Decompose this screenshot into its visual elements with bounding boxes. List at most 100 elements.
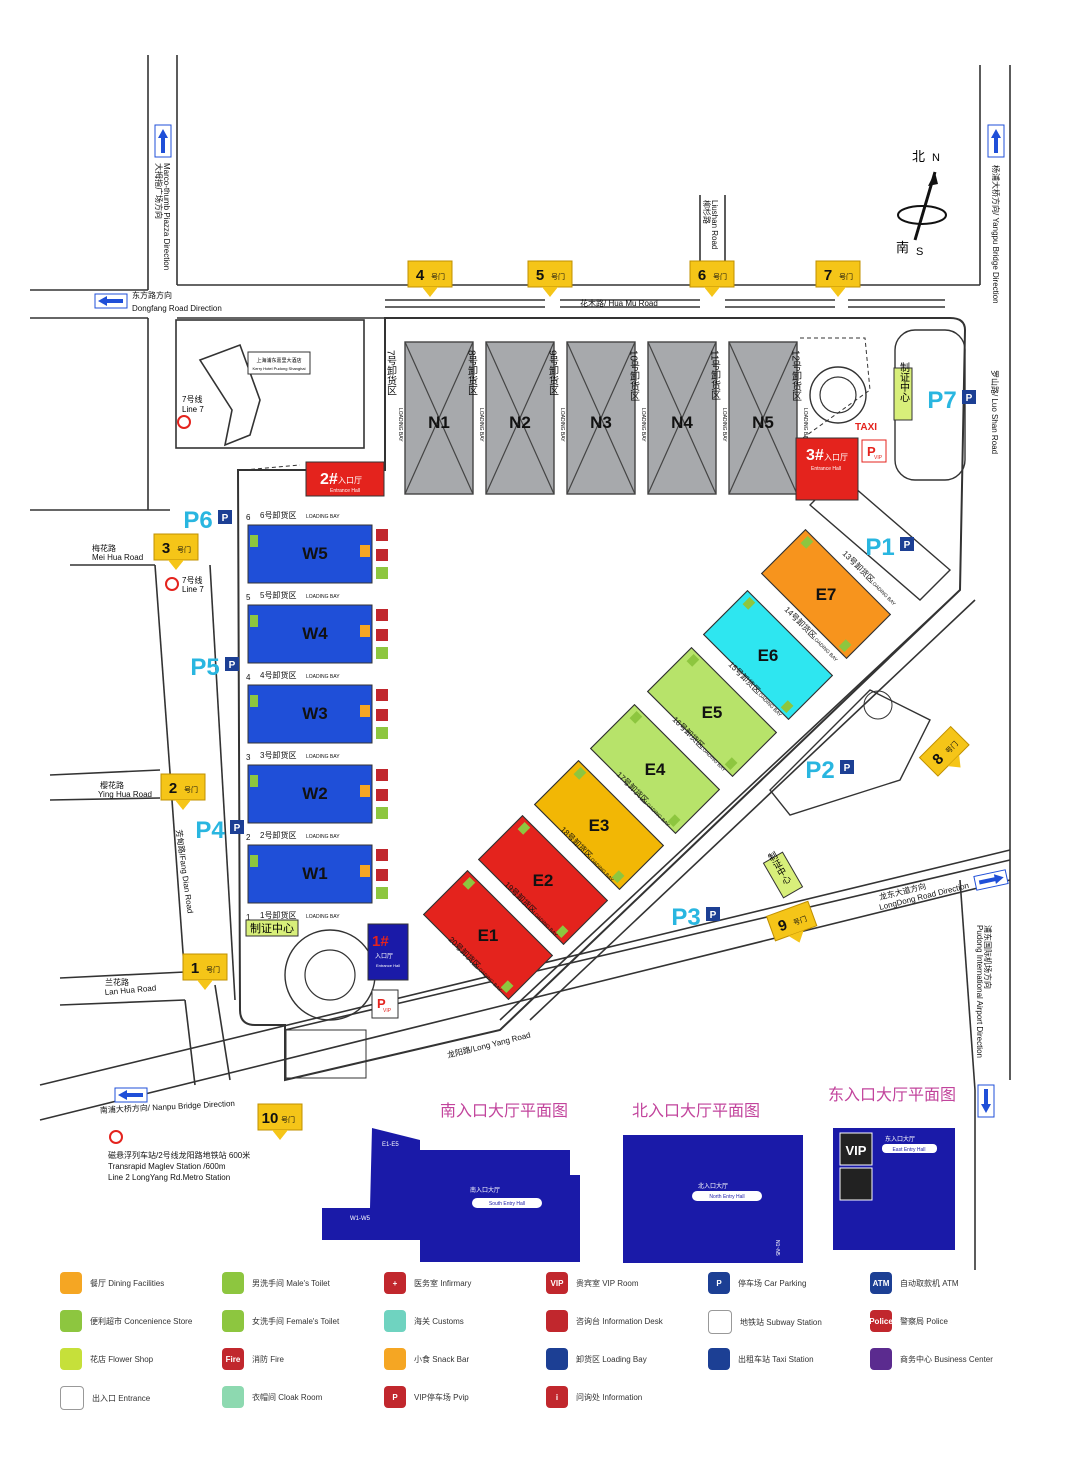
entrance-hall-1[interactable] [367,923,409,981]
south-building [285,1029,367,1079]
parking-icon-p: P [904,540,911,551]
hall-n1[interactable]: N1 [404,341,474,495]
female-toilet-icon [222,1310,244,1332]
loading-bay-icon [546,1348,568,1370]
hall-e7[interactable]: E7 [760,528,892,660]
entrance-hall-2[interactable] [305,461,385,497]
hall-w5[interactable]: W5 [247,524,388,584]
hall-w1[interactable]: W1 [247,844,388,904]
west-bay-label: 5号卸货区 [260,590,296,600]
longyang-label: 龙阳路/Long Yang Road [446,1030,531,1060]
legend-item: 海关 Customs [384,1310,464,1332]
parking-label: P7 [927,387,956,414]
gate-arrow-icon [704,287,720,297]
dongfang-label-en: Dongfang Road Direction [132,304,222,313]
legend-label: 商务中心 Business Center [900,1354,993,1364]
arrow-left-icon [118,1090,143,1100]
south-hall-cn: 南入口大厅 [470,1186,500,1194]
legend-label: 自动取款机 ATM [900,1278,959,1288]
hall-label: W5 [302,544,328,563]
entrance-hall-3[interactable] [795,437,859,501]
hall-e1[interactable]: E1 [422,869,554,1001]
entrance-2-number: 2# [320,471,338,488]
parking-p6[interactable]: P6 P [183,507,232,534]
compass-south-en: S [916,246,923,258]
compass-south-cn: 南 [896,240,909,255]
vip-room-icon: VIP [546,1272,568,1294]
parking-icon [900,537,914,551]
hall-label: W2 [302,784,328,803]
north-hall-cn: 北入口大厅 [698,1182,728,1190]
hall-e2[interactable]: E2 [477,814,609,946]
entrance-1-en: Entrance Hall [376,963,400,968]
south-hall-plan [322,1128,580,1262]
gate-arrow-icon [168,560,184,570]
line7-label-mid: 7号线 [182,575,202,585]
south-plan-title: 南入口大厅平面图 [440,1102,568,1120]
hall-e5[interactable]: E5 [646,646,778,778]
hall-e6[interactable]: E6 [702,589,834,721]
line7-label-mid-en: Line 7 [182,585,204,594]
toilet-icon [376,567,388,579]
hall-n4[interactable]: N4 [647,341,717,495]
parking-icon-p: P [222,513,229,524]
dongfang-label: 东方路方向 [132,290,172,300]
west-bay-en: LOADING BAY [306,914,340,920]
east-plan-vip: VIP [846,1143,867,1158]
hall-e3[interactable]: E3 [533,759,665,891]
hall-n3[interactable]: N3 [566,341,636,495]
legend-label: 男洗手间 Male's Toilet [252,1278,330,1288]
hall-w4[interactable]: W4 [247,604,388,664]
legend-item: +医务室 Infirmary [384,1272,471,1294]
hall-w2[interactable]: W2 [247,764,388,824]
cert-center-north [893,367,913,421]
parking-icon [962,390,976,404]
east-hall-en: East Entry Hall [892,1147,925,1153]
gate-number: 10 [262,1110,279,1127]
hall-e4[interactable]: E4 [589,703,721,835]
arrow-up-icon [158,129,168,153]
maglev-line-2: Transrapid Maglev Station /600m [108,1162,226,1171]
east-plan-title: 东入口大厅平面图 [828,1086,956,1104]
toilet-icon [838,639,852,652]
dining-icon [60,1272,82,1294]
metro-icons: 7号线 Line 7 7号线 Line 7 [109,394,204,1144]
arrow-down-icon [981,1089,991,1113]
hall-label: N3 [590,413,612,432]
subway-icon [109,1130,123,1144]
parking-label: P6 [183,507,212,534]
gate-arrow-icon [175,800,191,810]
legend-item: 卸货区 Loading Bay [546,1348,647,1370]
hall-w3[interactable]: W3 [247,684,388,744]
north-bay-label: 9号卸货区 [547,350,559,396]
entrance-icon [60,1386,84,1410]
huamu-label: 花木路/ Hua Mu Road [580,298,658,308]
bay-number: 4 [246,673,251,682]
gate-number: 2 [169,780,177,797]
parking-icon [225,657,239,671]
gate-arrow-icon [197,980,213,990]
hall-n5[interactable]: N5 [728,341,798,495]
legend-label: 餐厅 Dining Facilities [90,1278,165,1288]
gate-8[interactable]: 8号门 [918,725,977,784]
hall-n2[interactable]: N2 [485,341,555,495]
dining-icon [360,625,370,637]
